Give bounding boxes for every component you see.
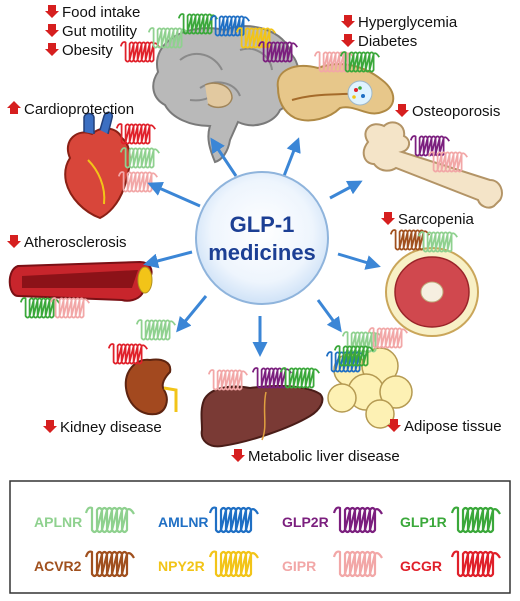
pancreas-glp1r-receptor: [339, 51, 380, 73]
adipose-gipr-receptor: [367, 327, 408, 349]
brain-effect-label-1: Gut motility: [62, 23, 138, 40]
liver-gipr-receptor: [207, 369, 248, 391]
arrow-to-pancreas: [282, 137, 301, 177]
brain-glp2r-receptor: [257, 41, 298, 63]
legend-receptor-glp1r-icon: [450, 506, 501, 534]
artery-gipr-receptor: [49, 297, 90, 319]
legend-receptor-acvr2-icon: [84, 550, 135, 578]
bone-gipr-receptor: [427, 151, 468, 173]
brain-glp1r-receptor: [177, 13, 218, 35]
kidney-gcgr-receptor: [107, 343, 148, 365]
legend: APLNR AMLNR GLP2R GLP1R ACVR2 NPY2R GIPR GCGR: [34, 506, 501, 578]
adipose-effect-label-0: Adipose tissue: [404, 418, 502, 435]
heart-up-arrow-icon-0: [7, 101, 21, 114]
legend-label-glp1r: GLP1R: [400, 514, 447, 530]
artery-glp1r-receptor: [19, 297, 60, 319]
center-circle: [195, 171, 329, 305]
pancreas-effect-label-1: Diabetes: [358, 33, 417, 50]
heart-effect-label-0: Cardioprotection: [24, 101, 134, 118]
legend-receptor-glp2r-icon: [332, 506, 383, 534]
heart-illustration: [64, 111, 131, 220]
kidney-aplnr-receptor: [135, 319, 176, 341]
muscle-acvr2-receptor: [389, 229, 430, 251]
brain-down-arrow-icon-2: [45, 43, 59, 56]
arrow-to-muscle: [337, 252, 381, 270]
brain-effect-label-2: Obesity: [62, 42, 113, 59]
liver-down-arrow-icon-0: [231, 449, 245, 462]
arrow-to-bone: [329, 180, 363, 200]
heart-gipr-receptor: [117, 171, 158, 193]
adipose-illustration: [327, 347, 413, 429]
bone-down-arrow-icon-0: [395, 104, 409, 117]
arrow-to-kidney: [176, 295, 208, 333]
legend-receptor-npy2r-icon: [208, 550, 259, 578]
receptor-layer: [19, 13, 468, 391]
arrow-to-heart: [147, 181, 201, 208]
arrow-to-artery: [143, 250, 193, 269]
artery-illustration: [8, 260, 153, 302]
artery-down-arrow-icon-0: [7, 235, 21, 248]
legend-label-gcgr: GCGR: [400, 558, 442, 574]
brain-gcgr-receptor: [119, 41, 160, 63]
kidney-down-arrow-icon-0: [43, 420, 57, 433]
brain-amlnr-receptor: [209, 15, 250, 37]
legend-label-npy2r: NPY2R: [158, 558, 205, 574]
heart-aplnr-receptor: [119, 147, 160, 169]
legend-label-glp2r: GLP2R: [282, 514, 329, 530]
brain-down-arrow-icon-0: [45, 5, 59, 18]
adipose-aplnr-receptor: [341, 331, 382, 353]
kidney-effect-label-0: Kidney disease: [60, 419, 162, 436]
arrow-layer: [143, 137, 381, 357]
muscle-aplnr-receptor: [417, 231, 458, 253]
liver-glp1r-receptor: [279, 367, 320, 389]
adipose-glp1r-receptor: [333, 345, 374, 367]
legend-label-amlnr: AMLNR: [158, 514, 209, 530]
legend-receptor-gipr-icon: [332, 550, 383, 578]
legend-receptor-amlnr-icon: [208, 506, 259, 534]
heart-gcgr-receptor: [115, 123, 156, 145]
muscle-illustration: [385, 247, 479, 337]
legend-receptor-gcgr-icon: [450, 550, 501, 578]
legend-label-aplnr: APLNR: [34, 514, 82, 530]
legend-box: [9, 480, 511, 594]
brain-effect-label-0: Food intake: [62, 4, 140, 21]
brain-down-arrow-icon-1: [45, 24, 59, 37]
pancreas-effect-label-0: Hyperglycemia: [358, 14, 458, 31]
pancreas-down-arrow-icon-1: [341, 34, 355, 47]
legend-label-acvr2: ACVR2: [34, 558, 82, 574]
adipose-amlnr-receptor: [325, 351, 366, 373]
kidney-illustration: [124, 358, 178, 416]
liver-effect-label-0: Metabolic liver disease: [248, 448, 400, 465]
legend-receptor-aplnr-icon: [84, 506, 135, 534]
pancreas-illustration: [276, 63, 395, 122]
arrow-to-brain: [210, 137, 238, 177]
muscle-down-arrow-icon-0: [381, 212, 395, 225]
center-title-line2: medicines: [208, 240, 316, 265]
pancreas-down-arrow-icon-0: [341, 15, 355, 28]
liver-illustration: [200, 385, 324, 448]
bone-effect-label-0: Osteoporosis: [412, 103, 500, 120]
artery-effect-label-0: Atherosclerosis: [24, 234, 127, 251]
legend-label-gipr: GIPR: [282, 558, 316, 574]
muscle-effect-label-0: Sarcopenia: [398, 211, 475, 228]
center-title-line1: GLP-1: [230, 212, 295, 237]
adipose-down-arrow-icon-0: [387, 419, 401, 432]
brain-aplnr-receptor: [147, 27, 188, 49]
arrow-to-adipose: [316, 299, 342, 333]
brain-npy2r-receptor: [235, 27, 276, 49]
